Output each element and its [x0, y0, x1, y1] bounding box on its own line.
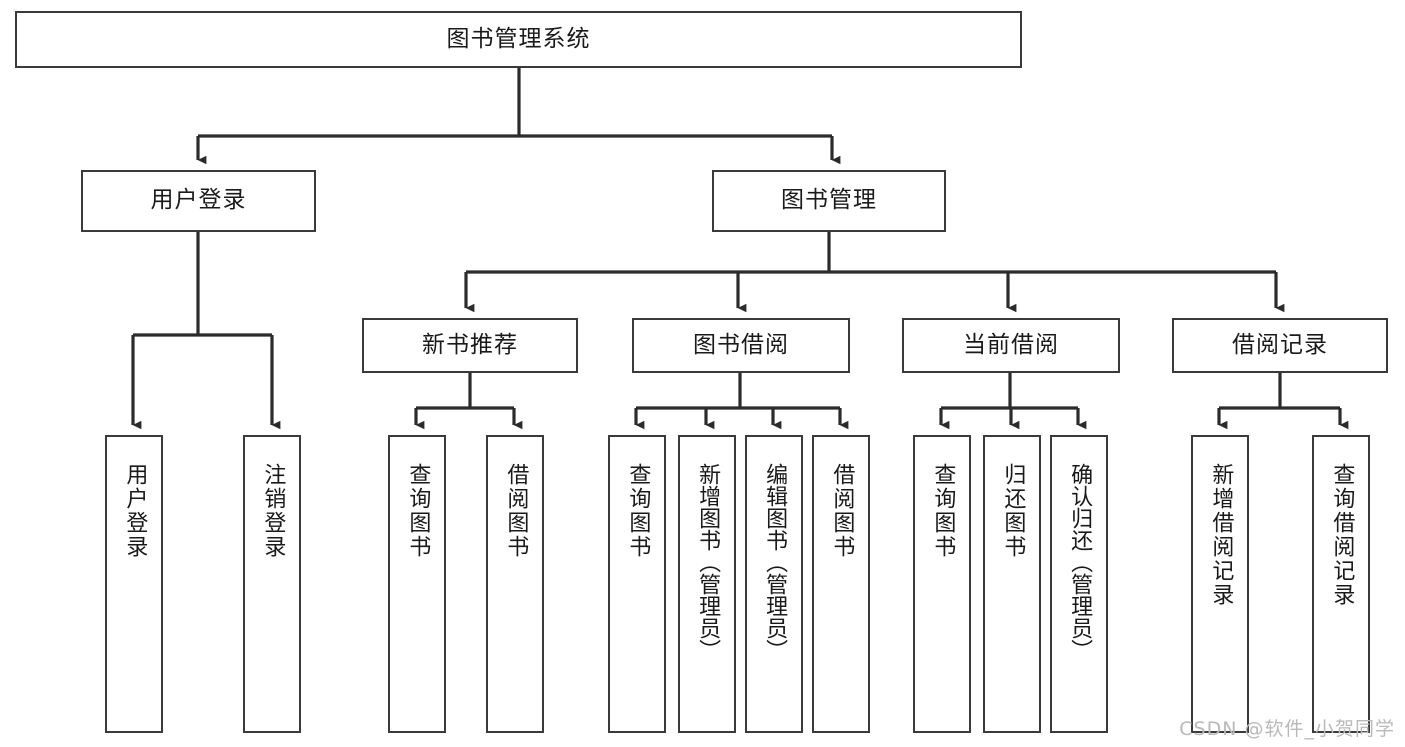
leaf-label: 归还图书: [1000, 463, 1026, 559]
node-borrow-records[interactable]: 借阅记录: [1172, 318, 1388, 373]
leaf-node[interactable]: 查询图书: [608, 435, 666, 733]
leaf-label: 借阅图书: [503, 463, 529, 559]
leaf-label: 注销登录: [260, 463, 286, 559]
leaf-label: 借阅图书: [829, 463, 855, 559]
node-current-borrowing[interactable]: 当前借阅: [902, 318, 1120, 373]
leaf-node[interactable]: 注销登录: [243, 435, 301, 733]
leaf-node[interactable]: 确认归还（管理员）: [1050, 435, 1108, 733]
leaf-label: 新增图书（管理员）: [695, 463, 721, 661]
csdn-watermark: CSDN @软件_小贺同学: [1179, 718, 1395, 740]
node-book-management[interactable]: 图书管理: [712, 170, 946, 232]
node-user-login[interactable]: 用户登录: [81, 170, 316, 232]
leaf-node[interactable]: 借阅图书: [812, 435, 870, 733]
leaf-label: 查询图书: [625, 463, 651, 559]
leaf-label: 确认归还（管理员）: [1067, 463, 1093, 661]
node-new-book-recommendation[interactable]: 新书推荐: [362, 318, 578, 373]
node-root-system[interactable]: 图书管理系统: [15, 11, 1022, 68]
leaf-node[interactable]: 归还图书: [983, 435, 1041, 733]
leaf-node[interactable]: 用户登录: [105, 435, 163, 733]
node-book-borrowing[interactable]: 图书借阅: [632, 318, 850, 373]
leaf-node[interactable]: 借阅图书: [486, 435, 544, 733]
leaf-node[interactable]: 新增图书（管理员）: [678, 435, 736, 733]
leaf-label: 用户登录: [122, 463, 148, 559]
leaf-node[interactable]: 查询图书: [913, 435, 971, 733]
leaf-label: 编辑图书（管理员）: [762, 463, 788, 661]
leaf-label: 新增借阅记录: [1208, 463, 1234, 607]
leaf-node[interactable]: 新增借阅记录: [1191, 435, 1249, 733]
leaf-node[interactable]: 查询借阅记录: [1312, 435, 1370, 733]
leaf-label: 查询图书: [930, 463, 956, 559]
leaf-node[interactable]: 查询图书: [388, 435, 446, 733]
leaf-node[interactable]: 编辑图书（管理员）: [745, 435, 803, 733]
leaf-label: 查询图书: [405, 463, 431, 559]
leaf-label: 查询借阅记录: [1329, 463, 1355, 607]
